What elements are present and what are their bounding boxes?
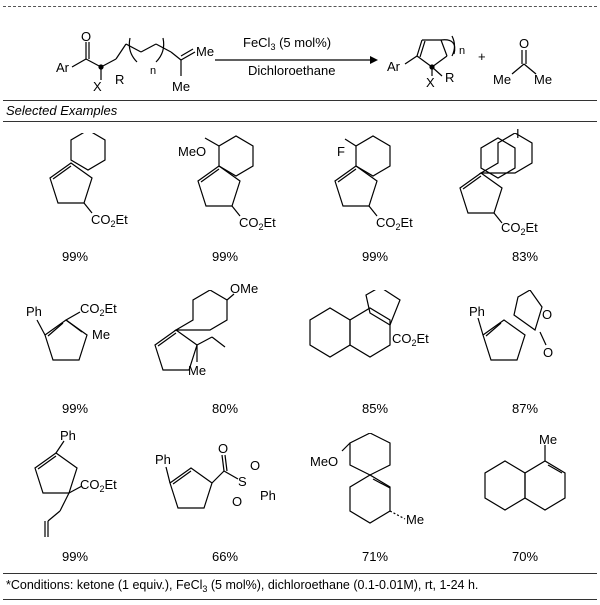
reaction-scheme: O Ar X R n Me Me FeCl3 (5 mol%) Dichloro… [0, 0, 600, 100]
example-9-ester-label: CO2Et [80, 477, 117, 495]
example-11-yield: 71% [361, 549, 389, 564]
example-7: CO2Et 85% [300, 290, 450, 416]
scheme-divider [3, 100, 597, 101]
example-10: Ph O S O O Ph 66% [150, 433, 300, 565]
example-8-structure [477, 290, 547, 361]
example-10-so-top-label: O [250, 458, 261, 473]
example-3: F CO2Et 99% [300, 133, 450, 264]
example-10-ph2-label: Ph [260, 488, 276, 503]
example-8-ph-label: Ph [469, 304, 485, 319]
example-9-structure [34, 440, 83, 537]
example-2-meo-label: MeO [178, 144, 207, 159]
example-1: CO2Et 99% [0, 133, 150, 264]
sm-me-top-label: Me [196, 44, 215, 59]
example-5-yield: 99% [61, 401, 89, 416]
example-1-structure [49, 133, 106, 214]
example-5-structure [36, 311, 88, 361]
example-10-carbonyl-o-label: O [218, 441, 229, 456]
section-divider [3, 121, 597, 122]
sm-x-label: X [93, 79, 102, 94]
example-9: Ph CO2Et 99% [0, 429, 150, 564]
example-6-yield: 80% [211, 401, 239, 416]
sm-r-label: R [115, 72, 125, 87]
solvent-label: Dichloroethane [248, 63, 336, 78]
example-2-structure [197, 135, 254, 217]
example-3-yield: 99% [361, 249, 389, 264]
example-3-f-label: F [337, 144, 345, 159]
conditions-footnote: *Conditions: ketone (1 equiv.), FeCl3 (5… [6, 578, 479, 594]
top-divider [3, 6, 597, 7]
example-6-me-label: Me [188, 363, 207, 378]
example-7-ester-label: CO2Et [392, 331, 429, 349]
bottom-divider [3, 599, 597, 600]
section-title: Selected Examples [6, 103, 118, 118]
scheme-structures [71, 35, 537, 80]
example-4-ester-label: CO2Et [501, 220, 538, 238]
product-ar-label: Ar [387, 59, 400, 74]
reagent-label: FeCl3 (5 mol%) [243, 35, 332, 53]
sm-ar-label: Ar [56, 60, 69, 75]
example-6: OMe Me 80% [150, 282, 300, 416]
example-5: Ph CO2Et Me 99% [0, 290, 150, 417]
acetone-oxygen-label: O [519, 36, 530, 51]
example-1-yield: 99% [61, 249, 89, 264]
example-10-so-bottom-label: O [232, 494, 243, 509]
example-9-ph-label: Ph [60, 428, 76, 443]
sm-me-bottom-label: Me [172, 79, 191, 94]
example-2: MeO CO2Et 99% [150, 133, 300, 264]
plus-sign: + [478, 49, 486, 64]
product-x-label: X [426, 75, 435, 90]
example-4-i-label: I [516, 126, 520, 141]
footnote-divider [3, 573, 597, 574]
example-8-ring-o-label: O [542, 307, 553, 322]
example-4-structure [459, 133, 533, 224]
example-5-ester-label: CO2Et [80, 301, 117, 319]
sm-oxygen-label: O [81, 29, 92, 44]
example-12-structure [484, 445, 566, 511]
example-10-ph-label: Ph [155, 452, 171, 467]
example-12-yield: 70% [511, 549, 539, 564]
example-9-yield: 99% [61, 549, 89, 564]
product-n-label: n [459, 45, 466, 57]
sm-n-label: n [150, 65, 157, 77]
example-11: MeO Me 71% [300, 433, 450, 564]
acetone-me-left-label: Me [493, 72, 512, 87]
example-6-ome-label: OMe [230, 281, 259, 296]
example-8-carbonyl-o-label: O [543, 345, 554, 360]
example-10-yield: 66% [211, 549, 239, 564]
example-4: I CO2Et 83% [450, 127, 600, 264]
example-5-me-label: Me [92, 327, 111, 342]
product-r-label: R [445, 70, 455, 85]
example-7-structure [309, 290, 401, 358]
example-8: Ph O O 87% [450, 290, 600, 416]
acetone-me-right-label: Me [534, 72, 553, 87]
example-8-yield: 87% [511, 401, 539, 416]
example-10-s-label: S [238, 474, 247, 489]
example-11-structure [341, 433, 406, 524]
example-7-yield: 85% [361, 401, 389, 416]
example-12: Me 70% [450, 432, 600, 564]
example-10-structure [165, 454, 239, 509]
example-2-yield: 99% [211, 249, 239, 264]
example-11-me-label: Me [406, 512, 425, 527]
example-6-structure [154, 290, 235, 371]
example-11-meo-label: MeO [310, 454, 339, 469]
example-3-structure [334, 135, 391, 217]
example-1-ester-label: CO2Et [91, 212, 128, 230]
example-12-me-label: Me [539, 432, 558, 447]
example-4-yield: 83% [511, 249, 539, 264]
example-3-ester-label: CO2Et [376, 215, 413, 233]
example-5-ph-label: Ph [26, 304, 42, 319]
example-2-ester-label: CO2Et [239, 215, 276, 233]
